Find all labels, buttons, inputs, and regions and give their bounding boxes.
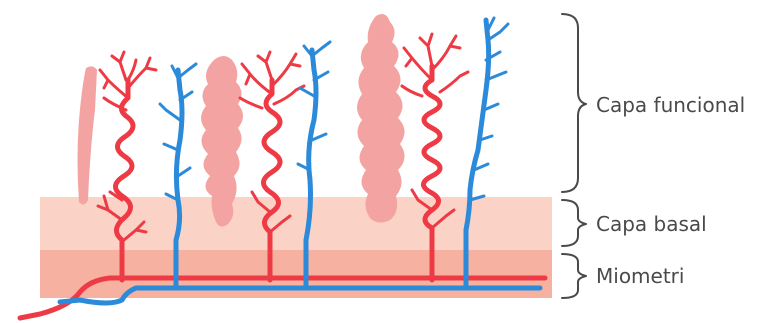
- gland-3: [357, 14, 405, 223]
- bracket-basal: [562, 200, 586, 246]
- label-myometrium: Miometri: [596, 264, 684, 288]
- label-functional-layer: Capa funcional: [596, 93, 745, 117]
- label-basal-layer: Capa basal: [596, 212, 707, 236]
- myometrium-layer-band: [40, 250, 552, 298]
- bracket-myometrium: [562, 254, 586, 298]
- bracket-functional: [562, 14, 586, 192]
- gland-1: [78, 66, 98, 204]
